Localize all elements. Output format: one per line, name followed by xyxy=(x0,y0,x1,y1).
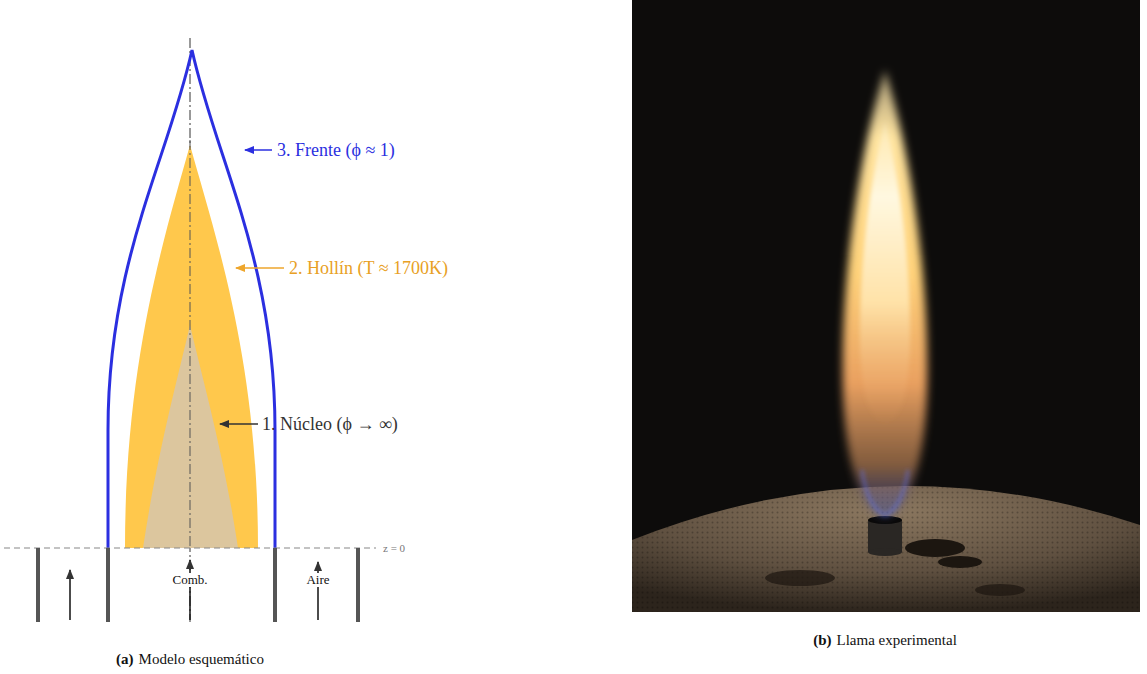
flame-photo xyxy=(632,0,1140,612)
region-label: 3. Frente (ϕ ≈ 1) xyxy=(277,140,395,161)
flow-label: Aire xyxy=(304,573,331,588)
subfigure-letter: (a) xyxy=(116,651,134,668)
z-zero-line xyxy=(4,547,376,548)
burner-tubes xyxy=(38,548,358,622)
burner-tube xyxy=(868,520,902,552)
leader-arrow xyxy=(220,423,258,425)
leader-arrow xyxy=(236,267,284,269)
subfigure-letter: (b) xyxy=(813,632,831,649)
flame-front xyxy=(108,50,275,548)
subfigure-caption: Modelo esquemático xyxy=(139,651,264,668)
leader-arrow xyxy=(245,149,272,151)
symmetry-axis xyxy=(190,140,191,548)
schematic-flame xyxy=(4,38,376,622)
region-label: 1. Núcleo (ϕ → ∞) xyxy=(262,414,398,435)
flow-arrow xyxy=(317,562,319,620)
region-label: 2. Hollín (T ≈ 1700K) xyxy=(289,258,448,279)
flow-arrow xyxy=(69,570,71,620)
flow-label: Comb. xyxy=(170,573,209,588)
flow-arrow xyxy=(189,560,191,620)
flame xyxy=(843,70,928,518)
axis-label: z = 0 xyxy=(381,542,407,555)
subfigure-caption: Llama experimental xyxy=(836,632,956,649)
